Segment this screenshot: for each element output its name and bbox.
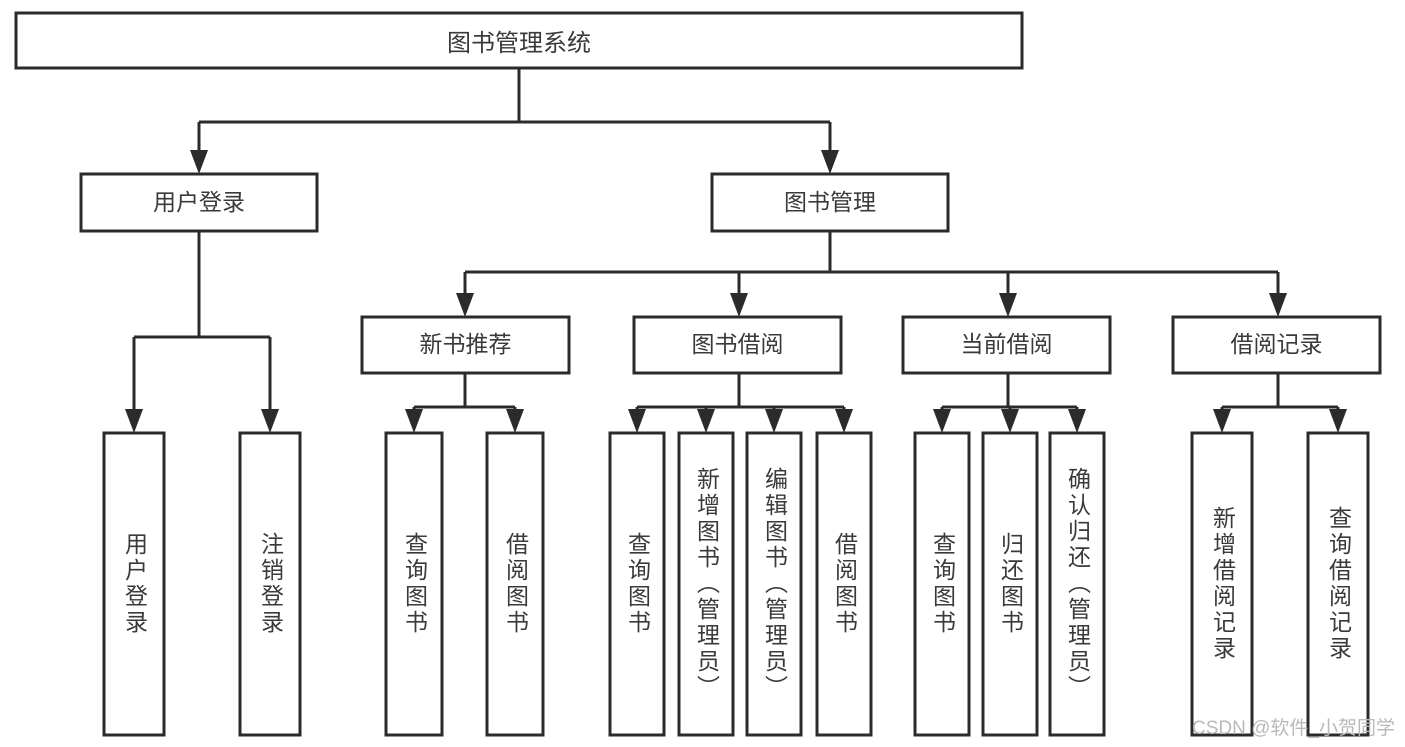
leaf-borrow-book-2-box[interactable] bbox=[815, 431, 873, 737]
leaf-query-book-1-box[interactable] bbox=[384, 431, 444, 737]
arrow-leaf-add-book bbox=[697, 409, 715, 433]
arrow-leaf-confirm-return bbox=[1068, 409, 1086, 433]
leaf-user-login-box[interactable] bbox=[102, 431, 166, 737]
arrow-leaf-logout bbox=[261, 409, 279, 433]
node-new-book-recommend-box[interactable] bbox=[360, 315, 571, 375]
node-book-borrow-box[interactable] bbox=[632, 315, 843, 375]
arrow-leaf-edit-book bbox=[765, 409, 783, 433]
arrow-leaf-borrow-book-1 bbox=[506, 409, 524, 433]
arrow-newbook bbox=[456, 293, 474, 317]
leaf-query-book-2-box[interactable] bbox=[608, 431, 666, 737]
arrow-leaf-return-book bbox=[1001, 409, 1019, 433]
arrow-bookmgmt bbox=[821, 150, 839, 174]
node-root-box[interactable] bbox=[14, 11, 1024, 70]
leaf-add-book-box[interactable] bbox=[677, 431, 735, 737]
leaf-query-record-box[interactable] bbox=[1306, 431, 1370, 737]
arrow-leaf-user-login bbox=[125, 409, 143, 433]
arrow-leaf-query-book-2 bbox=[628, 409, 646, 433]
arrow-userlogin bbox=[190, 150, 208, 174]
leaf-borrow-book-1-box[interactable] bbox=[485, 431, 545, 737]
arrow-borrowrecord bbox=[1269, 293, 1287, 317]
arrow-leaf-borrow-book-2 bbox=[835, 409, 853, 433]
node-borrow-record-box[interactable] bbox=[1171, 315, 1382, 375]
arrow-bookborrow bbox=[730, 293, 748, 317]
node-current-borrow-box[interactable] bbox=[901, 315, 1112, 375]
arrow-leaf-add-record bbox=[1213, 409, 1231, 433]
arrow-leaf-query-record bbox=[1329, 409, 1347, 433]
leaf-query-book-3-box[interactable] bbox=[913, 431, 971, 737]
connector-layer bbox=[125, 68, 1347, 433]
arrow-leaf-query-book-3 bbox=[933, 409, 951, 433]
leaf-logout-box[interactable] bbox=[238, 431, 302, 737]
leaf-edit-book-box[interactable] bbox=[745, 431, 803, 737]
arrow-leaf-query-book-1 bbox=[405, 409, 423, 433]
node-box-layer bbox=[14, 11, 1382, 737]
leaf-add-record-box[interactable] bbox=[1190, 431, 1254, 737]
arrow-currentborrow bbox=[999, 293, 1017, 317]
leaf-confirm-return-box[interactable] bbox=[1048, 431, 1106, 737]
leaf-return-book-box[interactable] bbox=[981, 431, 1039, 737]
node-user-login-box[interactable] bbox=[79, 172, 319, 233]
node-book-management-box[interactable] bbox=[710, 172, 950, 233]
